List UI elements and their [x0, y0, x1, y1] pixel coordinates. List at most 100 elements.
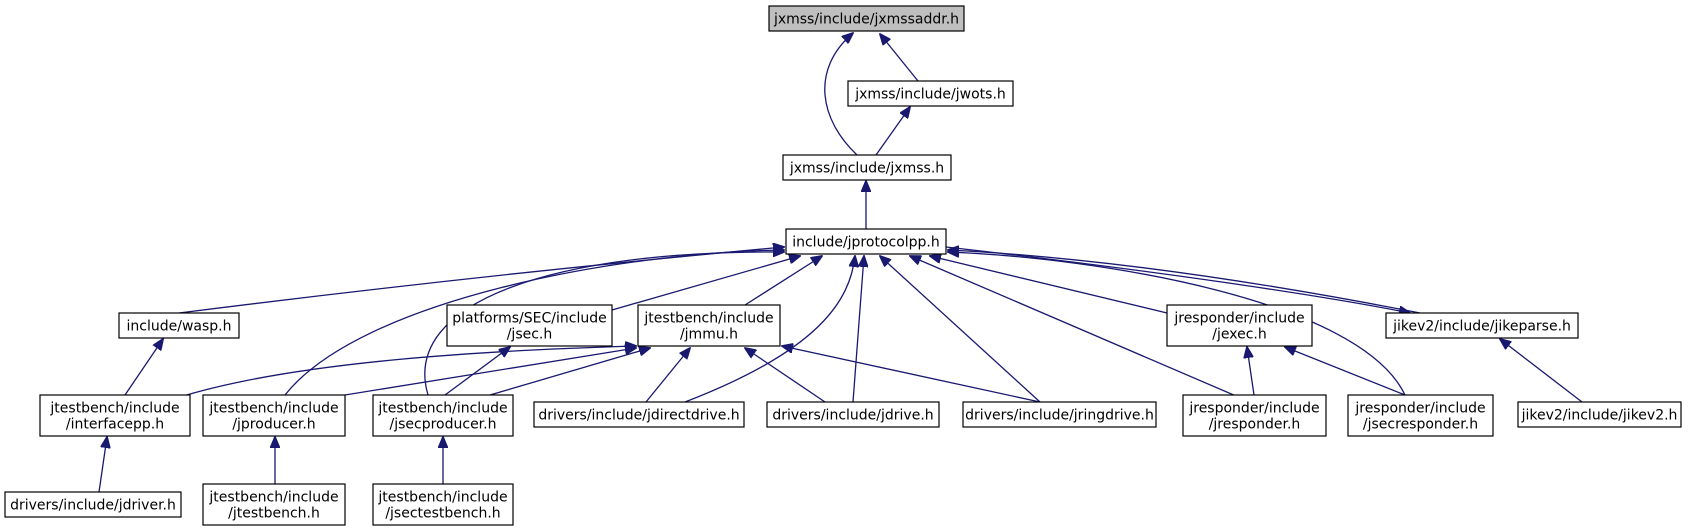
node-box-jprotocolpp	[785, 228, 947, 255]
node-label-jsecresponder: jresponder/include	[1354, 401, 1485, 417]
edge-jsecresponder-to-jexec	[1285, 347, 1406, 396]
node-jmmu[interactable]: jtestbench/include/jmmu.h	[637, 304, 781, 347]
node-jresponder[interactable]: jresponder/include/jresponder.h	[1182, 394, 1327, 437]
node-box-jikeparse	[1385, 312, 1579, 339]
node-label-jringdrive: drivers/include/jringdrive.h	[965, 408, 1154, 424]
node-box-jdirectdrive	[533, 401, 745, 428]
edge-jringdrive-to-jmmu	[782, 346, 1041, 403]
node-label-jproducer: jtestbench/include	[208, 401, 338, 417]
edge-jdriver-to-interfacepp	[98, 437, 107, 493]
edge-jwots-to-jxmssaddr	[880, 34, 919, 82]
edge-jikev2-to-jikeparse	[1500, 339, 1583, 403]
node-label-jxmss: jxmss/include/jxmss.h	[789, 161, 944, 177]
node-jsecresponder[interactable]: jresponder/include/jsecresponder.h	[1347, 394, 1494, 437]
node-label-jsecproducer: /jsecproducer.h	[390, 417, 497, 433]
node-box-jwots	[847, 80, 1014, 107]
node-box-jdriver	[4, 491, 182, 518]
node-label-jproducer: /jproducer.h	[232, 417, 315, 433]
node-label-jresponder: /jresponder.h	[1209, 417, 1301, 433]
edge-jsecproducer-to-jprotocolpp	[424, 252, 784, 396]
node-label-jmmu: jtestbench/include	[643, 311, 773, 327]
node-box-jxmssaddr	[768, 5, 965, 32]
nodes-layer: jxmss/include/jxmssaddr.h jxmss/include/j…	[4, 5, 1682, 526]
node-jxmss[interactable]: jxmss/include/jxmss.h	[782, 154, 952, 181]
node-label-jsecresponder: /jsecresponder.h	[1363, 417, 1478, 433]
node-label-jikeparse: jikev2/include/jikeparse.h	[1392, 319, 1571, 335]
node-jikeparse[interactable]: jikev2/include/jikeparse.h	[1385, 312, 1579, 339]
edge-wasp-to-jprotocolpp	[178, 247, 784, 314]
node-jprotocolpp[interactable]: include/jprotocolpp.h	[785, 228, 947, 255]
node-box-jikev2	[1517, 401, 1682, 428]
node-label-jsectestbench: jtestbench/include	[377, 490, 507, 506]
node-label-jsectestbench: /jsectestbench.h	[385, 506, 500, 522]
edge-jsec-to-jprotocolpp	[611, 256, 800, 311]
edge-jdirectdrive-to-jmmu	[645, 348, 690, 403]
node-jikev2[interactable]: jikev2/include/jikev2.h	[1517, 401, 1682, 428]
node-label-jexec: /jexec.h	[1212, 327, 1266, 343]
edge-jdrive-to-jprotocolpp	[852, 256, 864, 403]
node-label-jdriver: drivers/include/jdriver.h	[10, 498, 176, 514]
node-label-jtestbench: /jtestbench.h	[228, 506, 320, 522]
node-jxmssaddr[interactable]: jxmss/include/jxmssaddr.h	[768, 5, 965, 32]
node-jdriver[interactable]: drivers/include/jdriver.h	[4, 491, 182, 518]
node-box-jxmss	[782, 154, 952, 181]
node-box-jmmu	[637, 304, 781, 347]
node-box-jsec	[446, 304, 613, 347]
node-jtestbench[interactable]: jtestbench/include/jtestbench.h	[202, 483, 346, 526]
edge-jresponder-to-jprotocolpp	[910, 256, 1251, 403]
edge-jxmss-to-jwots	[875, 107, 910, 156]
node-label-jsecproducer: jtestbench/include	[377, 401, 507, 417]
node-label-wasp: include/wasp.h	[127, 319, 232, 335]
node-label-jexec: jresponder/include	[1173, 311, 1304, 327]
node-jwots[interactable]: jxmss/include/jwots.h	[847, 80, 1014, 107]
node-label-jresponder: jresponder/include	[1188, 401, 1319, 417]
edge-jprotocolpp-to-jikeparse	[945, 246, 1410, 313]
node-box-jsectestbench	[372, 483, 514, 526]
edge-jikeparse-to-jprotocolpp	[948, 250, 1421, 314]
edge-interfacepp-to-wasp	[124, 339, 163, 396]
node-label-interfacepp: jtestbench/include	[49, 401, 179, 417]
node-label-jprotocolpp: include/jprotocolpp.h	[792, 235, 940, 251]
node-box-interfacepp	[39, 394, 191, 437]
edge-jsecproducer-to-jsec	[444, 347, 510, 396]
node-jdrive[interactable]: drivers/include/jdrive.h	[766, 401, 940, 428]
node-box-wasp	[118, 312, 240, 339]
node-label-jwots: jxmss/include/jwots.h	[854, 87, 1006, 103]
node-label-jdrive: drivers/include/jdrive.h	[772, 408, 933, 424]
edge-jxmss-to-jxmssaddr	[824, 33, 858, 156]
edge-jproducer-to-jmmu	[344, 348, 636, 396]
edge-jresponder-to-jexec	[1247, 347, 1255, 396]
node-interfacepp[interactable]: jtestbench/include/interfacepp.h	[39, 394, 191, 437]
node-box-jtestbench	[202, 483, 346, 526]
edge-jmmu-to-jprotocolpp	[744, 256, 822, 306]
node-jexec[interactable]: jresponder/include/jexec.h	[1166, 304, 1313, 347]
node-jproducer[interactable]: jtestbench/include/jproducer.h	[202, 394, 346, 437]
node-jsec[interactable]: platforms/SEC/include/jsec.h	[446, 304, 613, 347]
node-box-jdrive	[766, 401, 940, 428]
edge-jsecproducer-to-jmmu	[489, 348, 650, 396]
node-jringdrive[interactable]: drivers/include/jringdrive.h	[962, 401, 1157, 428]
node-box-jsecproducer	[372, 394, 514, 437]
node-label-jtestbench: jtestbench/include	[208, 490, 338, 506]
node-label-jsec: /jsec.h	[507, 327, 553, 343]
node-jsecproducer[interactable]: jtestbench/include/jsecproducer.h	[372, 394, 514, 437]
node-label-interfacepp: /interfacepp.h	[66, 417, 164, 433]
edge-jexec-to-jprotocolpp	[930, 256, 1168, 314]
node-wasp[interactable]: include/wasp.h	[118, 312, 240, 339]
node-label-jsec: platforms/SEC/include	[452, 311, 606, 327]
node-box-jproducer	[202, 394, 346, 437]
node-box-jexec	[1166, 304, 1313, 347]
edge-jringdrive-to-jprotocolpp	[880, 256, 1041, 403]
node-box-jresponder	[1182, 394, 1327, 437]
node-box-jringdrive	[962, 401, 1157, 428]
node-jdirectdrive[interactable]: drivers/include/jdirectdrive.h	[533, 401, 745, 428]
node-label-jxmssaddr: jxmss/include/jxmssaddr.h	[773, 12, 959, 28]
node-box-jsecresponder	[1347, 394, 1494, 437]
edge-jdrive-to-jmmu	[745, 348, 826, 403]
node-label-jikev2: jikev2/include/jikev2.h	[1521, 408, 1678, 424]
node-jsectestbench[interactable]: jtestbench/include/jsectestbench.h	[372, 483, 514, 526]
edge-interfacepp-to-jmmu	[179, 346, 636, 398]
edges-layer	[98, 33, 1583, 493]
edge-jdirectdrive-to-jprotocolpp	[684, 256, 855, 403]
